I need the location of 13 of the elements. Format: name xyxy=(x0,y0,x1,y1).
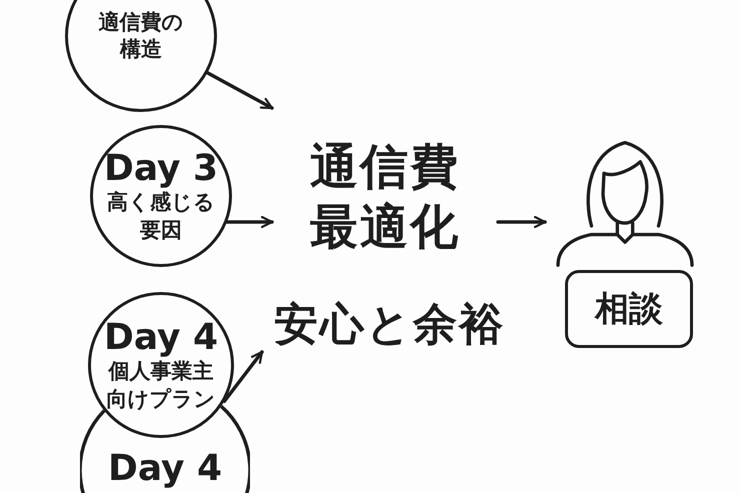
arrow xyxy=(222,350,264,403)
topic-text: 適信費の構造 xyxy=(98,8,184,63)
heading-text: 安心と余裕 xyxy=(273,298,506,352)
heading-text: 通信費最適化 xyxy=(309,138,461,257)
topic-text: 個人事業主向けプラン xyxy=(106,358,216,413)
day-label: Day 4 xyxy=(108,448,222,489)
arrow xyxy=(496,216,547,228)
arrow xyxy=(206,71,274,110)
consult-label: 相談 xyxy=(565,270,693,348)
day-label: Day 3 xyxy=(104,148,218,190)
topic-text: 高く感じる要因 xyxy=(106,189,216,244)
day-label: Day 4 xyxy=(104,317,218,358)
arrow xyxy=(225,216,274,228)
